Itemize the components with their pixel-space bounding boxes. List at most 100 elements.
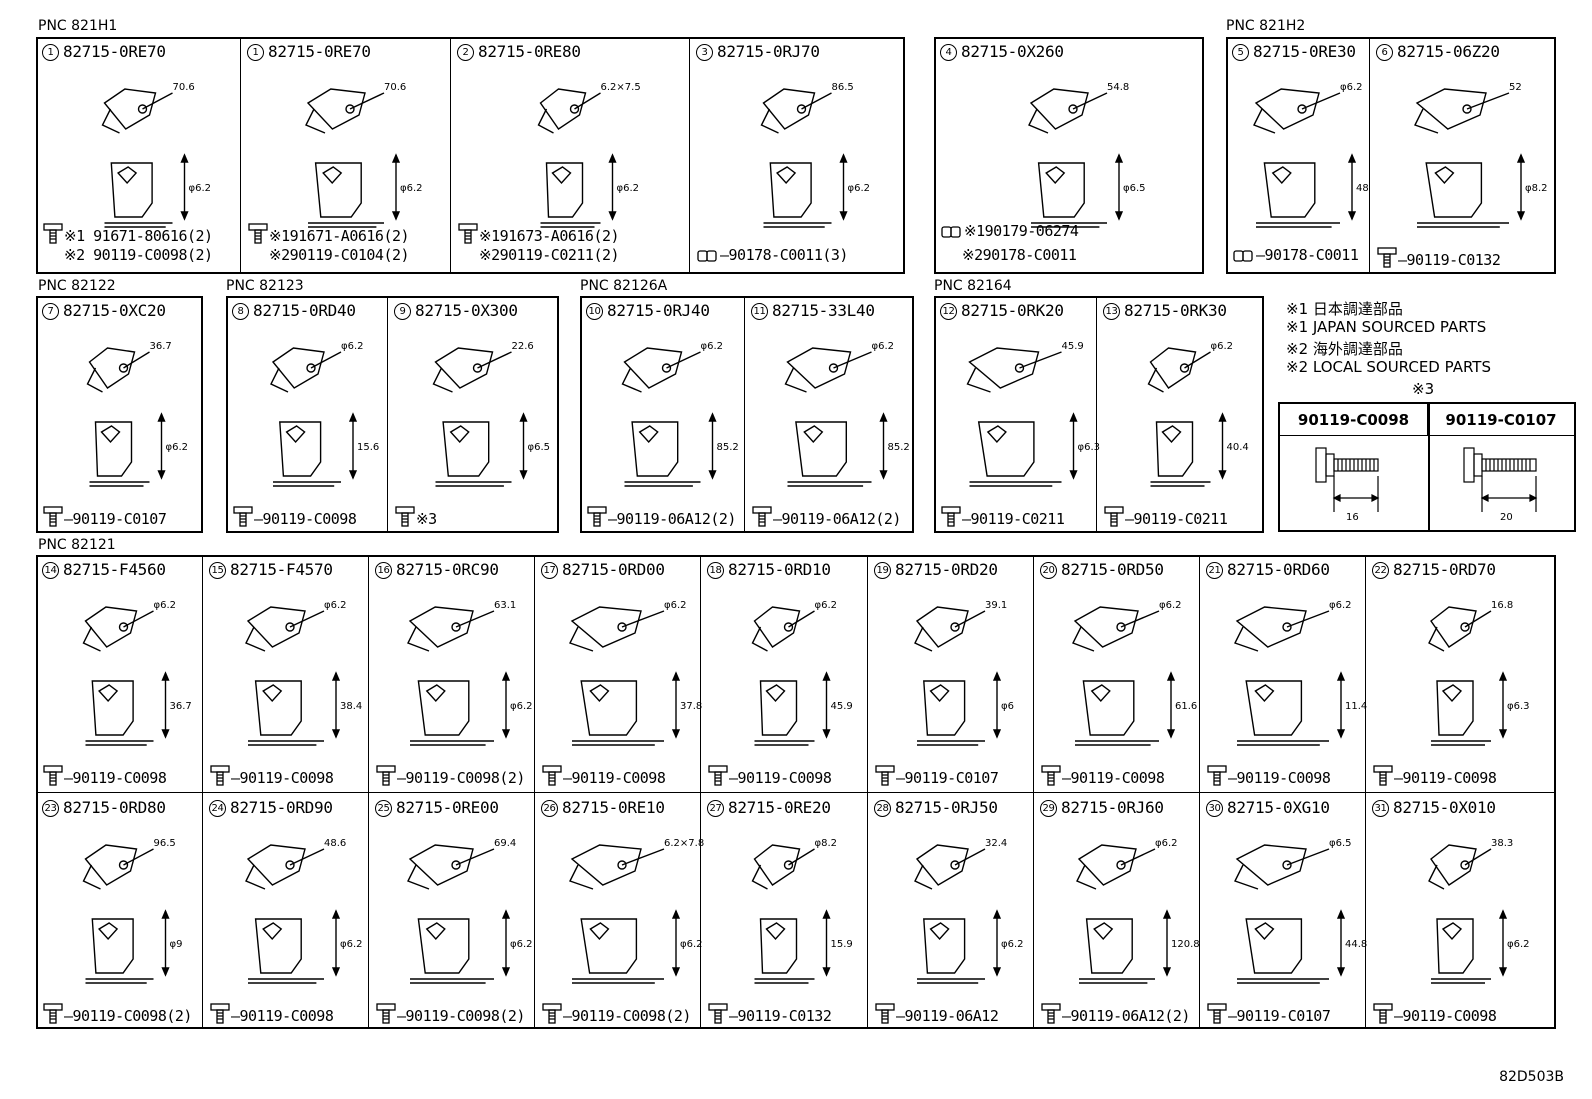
fastener-line: —90119-C0098 bbox=[1040, 764, 1165, 787]
callout-number: 17 bbox=[541, 562, 558, 579]
part-number: 82715-0RJ70 bbox=[717, 42, 820, 61]
bolt-icon bbox=[43, 1003, 63, 1024]
fastener-line: ※190179-06274 bbox=[940, 222, 1079, 240]
part-number: 82715-0RD70 bbox=[1393, 560, 1496, 579]
bolt-icon bbox=[43, 223, 63, 244]
fastener-line: —90119-C0098 bbox=[209, 764, 334, 787]
fastener-part: —90119-06A12(2) bbox=[773, 510, 901, 528]
fastener-line: —90119-C0098 bbox=[232, 505, 357, 528]
part-number: 82715-0RK30 bbox=[1124, 301, 1227, 320]
bracket-drawing: φ6.238.4 bbox=[245, 600, 362, 746]
fastener-line: ※191671-A0616(2) bbox=[247, 222, 410, 245]
dim-label-1: φ6.2 bbox=[664, 600, 687, 611]
dim-label-2: φ6.2 bbox=[340, 939, 363, 950]
part-number: 82715-33L40 bbox=[772, 301, 875, 320]
fastener-line: —90178-C0011(3) bbox=[696, 246, 848, 264]
dim-label-1: 48.6 bbox=[324, 838, 346, 849]
fastener-part: —90119-C0098 bbox=[231, 769, 334, 787]
fastener-part: —90119-C0098(2) bbox=[397, 769, 525, 787]
dim-label-1: φ6.2 bbox=[324, 600, 347, 611]
callout-number: 1 bbox=[42, 44, 59, 61]
note-2-en: ※2 LOCAL SOURCED PARTS bbox=[1286, 358, 1491, 376]
pnc-label-82123: PNC 82123 bbox=[226, 278, 304, 294]
pnc-label-82126a: PNC 82126A bbox=[580, 278, 668, 294]
dim-label-1: φ6.2 bbox=[1159, 600, 1182, 611]
dim-label-1: φ6.2 bbox=[1155, 838, 1178, 849]
fastener-part: ※2 90119-C0098(2) bbox=[64, 246, 213, 264]
dim-label-2: 37.8 bbox=[680, 701, 702, 712]
fastener-line: —90119-C0098(2) bbox=[42, 1002, 192, 1025]
fastener-line: —90119-06A12(2) bbox=[751, 505, 901, 528]
dim-label-2: φ6.5 bbox=[1123, 183, 1146, 194]
fastener-part: —90119-C0098 bbox=[254, 510, 357, 528]
bolt-icon bbox=[376, 1003, 396, 1024]
callout-number: 6 bbox=[1376, 44, 1393, 61]
part-number: 82715-0RD00 bbox=[562, 560, 665, 579]
dim-label-1: φ6.2 bbox=[701, 341, 724, 352]
dim-label-1: 96.5 bbox=[154, 838, 176, 849]
fastener-part: ※191673-A0616(2) bbox=[479, 227, 620, 245]
callout-number: 23 bbox=[42, 800, 59, 817]
dim-label-2: φ8.2 bbox=[1525, 183, 1548, 194]
bracket-drawing: 86.5φ6.2 bbox=[760, 82, 870, 228]
fastener-line: ※290178-C0011 bbox=[940, 246, 1077, 264]
fastener-part: —90119-C0098 bbox=[231, 1007, 334, 1025]
dim-label-1: 86.5 bbox=[832, 82, 854, 93]
callout-number: 1 bbox=[247, 44, 264, 61]
dim-label-2: 40.4 bbox=[1227, 442, 1249, 453]
fastener-line: —90119-C0098 bbox=[541, 764, 666, 787]
part-number: 82715-0X260 bbox=[961, 42, 1064, 61]
fastener-part: —90119-C0107 bbox=[1228, 1007, 1331, 1025]
bolt-icon bbox=[43, 506, 63, 527]
nut-icon bbox=[697, 250, 717, 262]
callout-number: 20 bbox=[1040, 562, 1057, 579]
fastener-part: ※290119-C0104(2) bbox=[269, 246, 410, 264]
fastener-part: —90119-06A12 bbox=[896, 1007, 999, 1025]
callout-number: 29 bbox=[1040, 800, 1057, 817]
bracket-drawing: 48.6 φ6.2 bbox=[245, 838, 363, 984]
bracket-drawing: 54.8φ6.5 bbox=[1028, 82, 1146, 228]
bracket-drawing: φ6.245.9 bbox=[751, 600, 853, 746]
dim-label-1: 63.1 bbox=[494, 600, 516, 611]
frame-pnc-82123 bbox=[226, 296, 559, 533]
fastener-line: —90119-C0098(2) bbox=[375, 764, 525, 787]
pnc-label-821h1: PNC 821H1 bbox=[38, 18, 118, 34]
fastener-line: —90119-C0107 bbox=[1206, 1002, 1331, 1025]
callout-number: 16 bbox=[375, 562, 392, 579]
part-number: 82715-0RE20 bbox=[728, 798, 831, 817]
frame-pnc-821h1-b bbox=[934, 37, 1204, 274]
callout-number: 27 bbox=[707, 800, 724, 817]
part-number: 82715-0RE00 bbox=[396, 798, 499, 817]
bolt-icon bbox=[587, 506, 607, 527]
callout-number: 7 bbox=[42, 303, 59, 320]
dim-label-1: 32.4 bbox=[985, 838, 1007, 849]
dim-label-2: 61.6 bbox=[1175, 701, 1197, 712]
dim-label-1: 6.2×7.5 bbox=[601, 82, 641, 93]
bracket-drawing: φ6.236.7 bbox=[82, 600, 192, 746]
part-number: 82715-0RD10 bbox=[728, 560, 831, 579]
pnc-label-82121: PNC 82121 bbox=[38, 537, 116, 553]
fastener-part: ※290178-C0011 bbox=[962, 246, 1077, 264]
fastener-line: —90119-C0098 bbox=[1206, 764, 1331, 787]
